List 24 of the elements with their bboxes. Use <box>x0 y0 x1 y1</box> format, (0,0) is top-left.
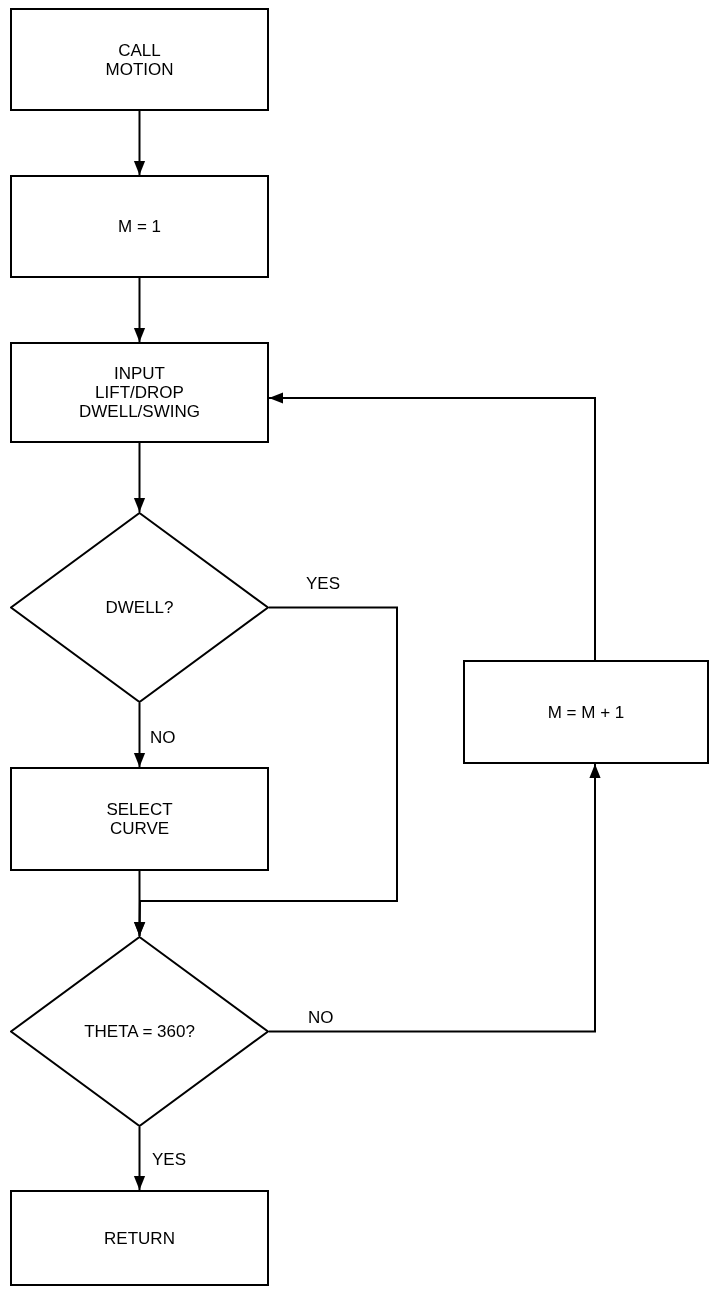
decision-diamond <box>10 936 269 1127</box>
process-box <box>10 175 269 278</box>
process-box <box>10 342 269 443</box>
node-text: DWELL? <box>105 598 174 617</box>
arrow <box>268 763 601 1033</box>
arrow <box>133 110 146 176</box>
arrow <box>133 702 146 768</box>
node-text: THETA = 360? <box>84 1022 195 1041</box>
node-text: INPUT LIFT/DROP DWELL/SWING <box>78 364 201 421</box>
node-text: M = 1 <box>118 217 161 236</box>
node-text: M = M + 1 <box>547 702 625 722</box>
arrow <box>268 392 596 661</box>
node-text: CALL MOTION <box>104 40 175 79</box>
process-box <box>10 767 269 871</box>
process-box <box>463 660 709 764</box>
arrow <box>133 442 146 513</box>
decision-diamond <box>10 512 269 703</box>
arrow <box>133 870 146 937</box>
process-box <box>10 8 269 111</box>
node-text: SELECT CURVE <box>105 800 174 838</box>
node-text: RETURN <box>104 1228 175 1248</box>
process-box <box>10 1190 269 1286</box>
arrow <box>133 277 146 343</box>
arrow <box>133 1126 146 1191</box>
